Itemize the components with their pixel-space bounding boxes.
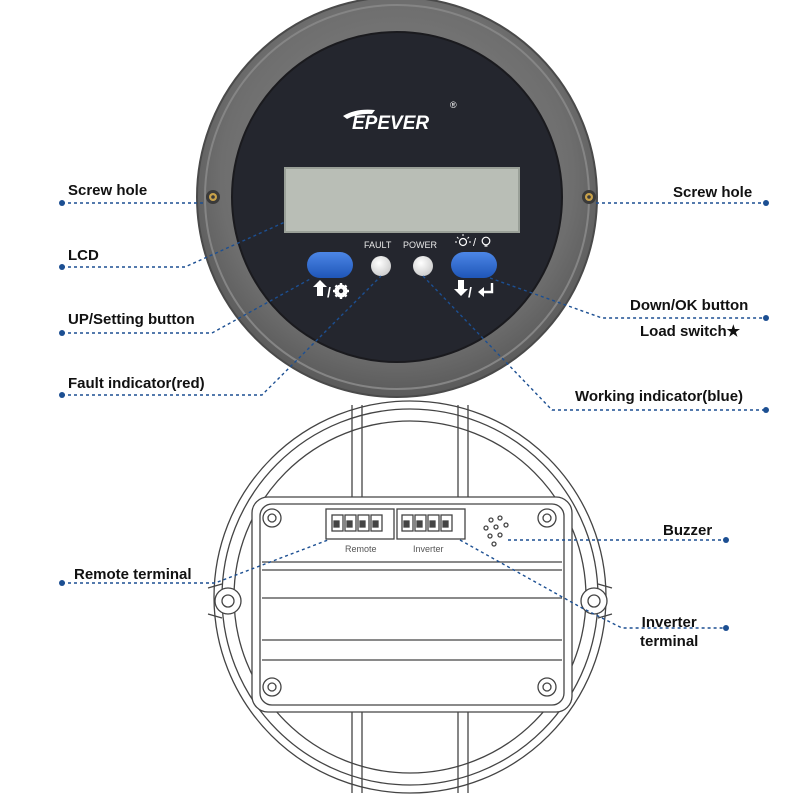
screw-hole-left bbox=[206, 190, 220, 204]
bulb-off-icon bbox=[481, 236, 491, 247]
down-arrow-icon bbox=[454, 280, 468, 296]
up-setting-button[interactable] bbox=[307, 252, 353, 278]
lcd-screen bbox=[284, 167, 520, 233]
screw-hole-right bbox=[582, 190, 596, 204]
label-screw-hole-right: Screw hole bbox=[673, 184, 753, 201]
leader-remote bbox=[62, 539, 329, 584]
buzzer-holes bbox=[483, 515, 509, 547]
leader-lcd bbox=[62, 221, 286, 268]
down-ok-button[interactable] bbox=[451, 252, 497, 278]
leader-dots bbox=[59, 200, 769, 631]
inverter-terminal-text: Inverter bbox=[413, 544, 444, 554]
label-up-setting-button: UP/Setting button bbox=[68, 311, 195, 328]
leader-lines bbox=[62, 202, 766, 629]
brand-logo-text: EPEVER bbox=[352, 113, 429, 134]
leader-fault bbox=[62, 275, 382, 396]
brand-logo: EPEVER ® bbox=[343, 100, 457, 134]
front-view: EPEVER ® FAULT POWER / bbox=[196, 0, 598, 398]
fault-text: FAULT bbox=[364, 240, 392, 250]
label-inverter-terminal-line1: Inverter bbox=[641, 614, 697, 631]
label-inverter-terminal: Inverter terminal bbox=[640, 613, 698, 651]
back-screw-br bbox=[537, 677, 557, 697]
remote-terminal-text: Remote bbox=[345, 544, 377, 554]
label-screw-hole-left: Screw hole bbox=[68, 182, 148, 199]
label-inverter-terminal-line2: terminal bbox=[640, 633, 699, 650]
leader-working bbox=[422, 275, 766, 411]
back-screw-bl bbox=[262, 677, 282, 697]
up-arrow-icon bbox=[313, 280, 327, 296]
label-buzzer: Buzzer bbox=[663, 522, 713, 539]
bulb-on-icon bbox=[455, 234, 471, 247]
gear-icon bbox=[333, 283, 349, 299]
label-remote-terminal: Remote terminal bbox=[74, 566, 192, 583]
power-text: POWER bbox=[403, 240, 438, 250]
label-load-switch: Load switch★ bbox=[640, 323, 741, 340]
label-lcd: LCD bbox=[68, 247, 99, 264]
leader-inverter bbox=[459, 539, 726, 629]
back-screw-tr bbox=[537, 508, 557, 528]
back-housing bbox=[251, 496, 573, 713]
back-view bbox=[207, 400, 613, 794]
registered-mark: ® bbox=[450, 100, 457, 110]
slash-bulb: / bbox=[473, 237, 477, 249]
fault-led bbox=[371, 256, 391, 276]
inverter-terminal-block bbox=[396, 508, 466, 540]
slash-right: / bbox=[468, 284, 472, 300]
leader-down-ok bbox=[489, 277, 766, 319]
label-working-indicator: Working indicator(blue) bbox=[575, 388, 744, 405]
back-screw-tl bbox=[262, 508, 282, 528]
label-down-ok-button: Down/OK button bbox=[630, 297, 749, 314]
remote-terminal-block bbox=[325, 508, 395, 540]
power-led bbox=[413, 256, 433, 276]
slash-left: / bbox=[327, 284, 331, 300]
label-fault-indicator: Fault indicator(red) bbox=[68, 375, 205, 392]
leader-up-setting bbox=[62, 277, 313, 334]
enter-icon bbox=[478, 283, 494, 297]
